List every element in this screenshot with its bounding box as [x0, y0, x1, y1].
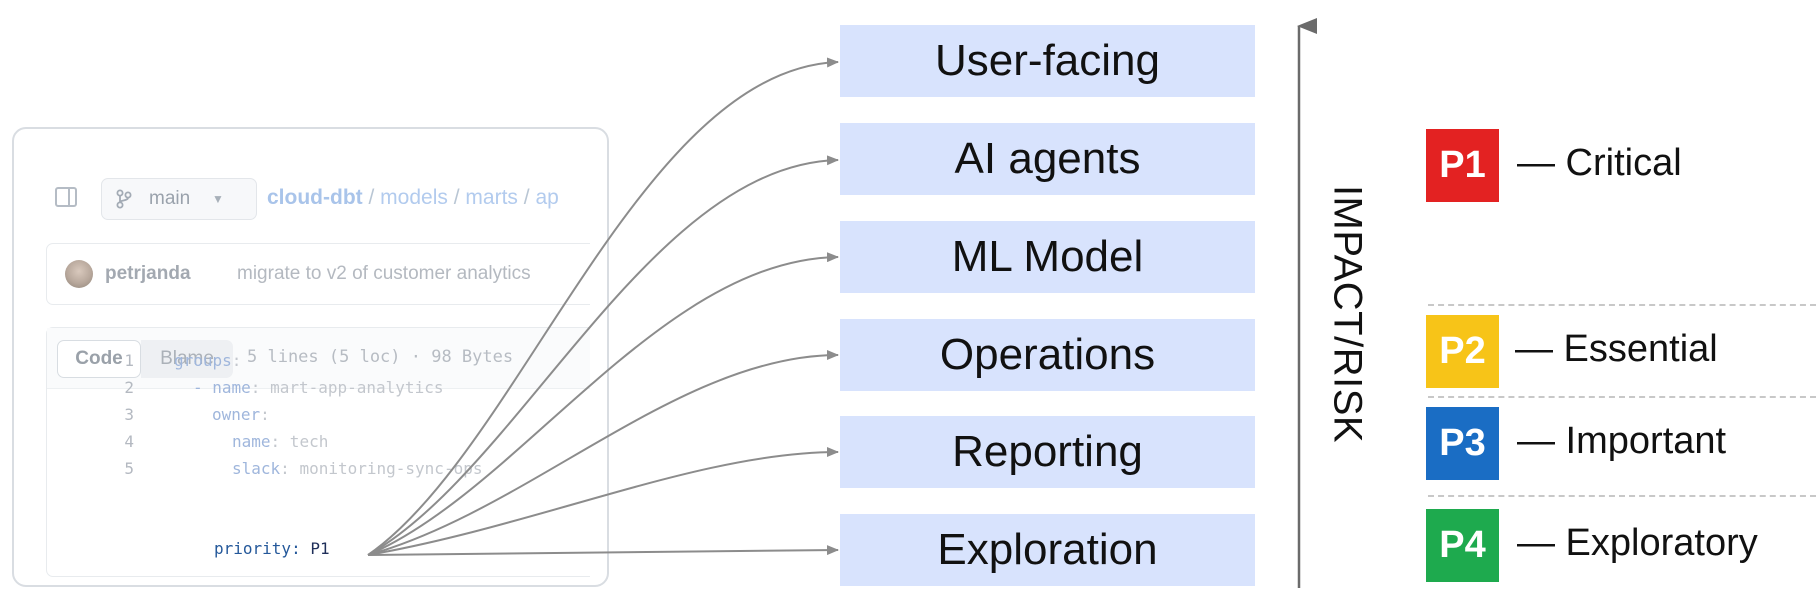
code-colon: : — [291, 539, 301, 558]
connector-arrow-ml-model — [367, 252, 839, 556]
domain-box-exploration: Exploration — [840, 514, 1255, 586]
code-colon: : — [260, 405, 270, 424]
code-line: slack: monitoring-sync-ops — [232, 459, 482, 478]
axis-label: IMPACT/RISK — [1325, 184, 1370, 444]
sidebar-toggle-icon[interactable] — [55, 187, 77, 207]
priority-label-essential: — Essential — [1515, 328, 1718, 370]
line-number: 2 — [124, 378, 134, 397]
priority-badge-p1: P1 — [1426, 129, 1499, 202]
file-header: Code Blame 5 lines (5 loc) · 98 Bytes — [47, 328, 590, 389]
code-line: owner: — [212, 405, 270, 424]
branch-selector-button[interactable]: main ▼ — [101, 178, 257, 220]
code-line: - name: mart-app-analytics — [193, 378, 443, 397]
code-line: name: tech — [232, 432, 328, 451]
connector-arrow-reporting — [367, 447, 839, 556]
tab-code[interactable]: Code — [57, 340, 141, 378]
priority-label-important: — Important — [1517, 420, 1727, 462]
priority-separator — [1428, 304, 1816, 306]
breadcrumb-link-app[interactable]: ap — [535, 186, 559, 209]
domain-box-operations: Operations — [840, 319, 1255, 391]
code-colon: : — [231, 351, 242, 370]
breadcrumb-separator: / — [523, 186, 530, 209]
code-key: priority — [214, 539, 292, 558]
domain-box-user-facing: User-facing — [840, 25, 1255, 97]
priority-badge-p3: P3 — [1426, 407, 1499, 480]
priority-label-exploratory: — Exploratory — [1517, 522, 1758, 564]
latest-commit-bar: petrjanda migrate to v2 of customer anal… — [46, 243, 590, 305]
git-branch-icon — [116, 189, 132, 209]
code-line: groups: — [174, 351, 241, 370]
domain-box-ai-agents: AI agents — [840, 123, 1255, 195]
code-value: monitoring-sync-ops — [289, 459, 483, 478]
connector-arrow-user-facing — [367, 57, 839, 556]
avatar — [65, 260, 93, 288]
code-key: slack — [232, 459, 281, 478]
chevron-down-icon: ▼ — [212, 192, 224, 206]
line-number: 3 — [124, 405, 134, 424]
branch-name: main — [149, 188, 191, 209]
line-number: 1 — [124, 351, 134, 370]
code-colon: : — [250, 378, 261, 397]
code-value: mart-app-analytics — [260, 378, 444, 397]
breadcrumb-separator: / — [453, 186, 460, 209]
priority-value: P1 — [300, 539, 330, 558]
connector-arrow-operations — [367, 350, 839, 556]
file-viewer: Code Blame 5 lines (5 loc) · 98 Bytes — [46, 327, 590, 577]
breadcrumb-repo-link[interactable]: cloud-dbt — [267, 186, 363, 209]
domain-box-ml-model: ML Model — [840, 221, 1255, 293]
priority-badge-p2: P2 — [1426, 315, 1499, 388]
code-colon: : — [280, 459, 290, 478]
code-colon: : — [270, 432, 281, 451]
code-key: owner — [212, 405, 261, 424]
breadcrumb-link-models[interactable]: models — [380, 186, 448, 209]
breadcrumb-link-marts[interactable]: marts — [465, 186, 518, 209]
repo-file-card: main ▼ cloud-dbt / models / marts / ap p… — [12, 127, 609, 587]
commit-message-link[interactable]: migrate to v2 of customer analytics — [237, 263, 531, 284]
line-number: 4 — [124, 432, 134, 451]
code-key: - name — [193, 378, 251, 397]
priority-separator — [1428, 396, 1816, 398]
breadcrumb-separator: / — [368, 186, 375, 209]
line-number: 5 — [124, 459, 134, 478]
code-key: name — [232, 432, 271, 451]
code-value: tech — [280, 432, 329, 451]
priority-separator — [1428, 495, 1816, 497]
connector-arrow-exploration — [367, 545, 839, 556]
priority-code-line: priority: P1 — [214, 539, 330, 558]
commit-author-link[interactable]: petrjanda — [105, 263, 191, 284]
priority-badge-p4: P4 — [1426, 509, 1499, 582]
breadcrumb: cloud-dbt / models / marts / ap — [267, 186, 559, 210]
code-key: groups — [174, 351, 232, 370]
domain-box-reporting: Reporting — [840, 416, 1255, 488]
file-meta: 5 lines (5 loc) · 98 Bytes — [247, 347, 514, 367]
connector-arrow-ai-agents — [367, 155, 839, 556]
tab-blame[interactable]: Blame — [141, 340, 233, 378]
priority-label-critical: — Critical — [1517, 142, 1682, 184]
